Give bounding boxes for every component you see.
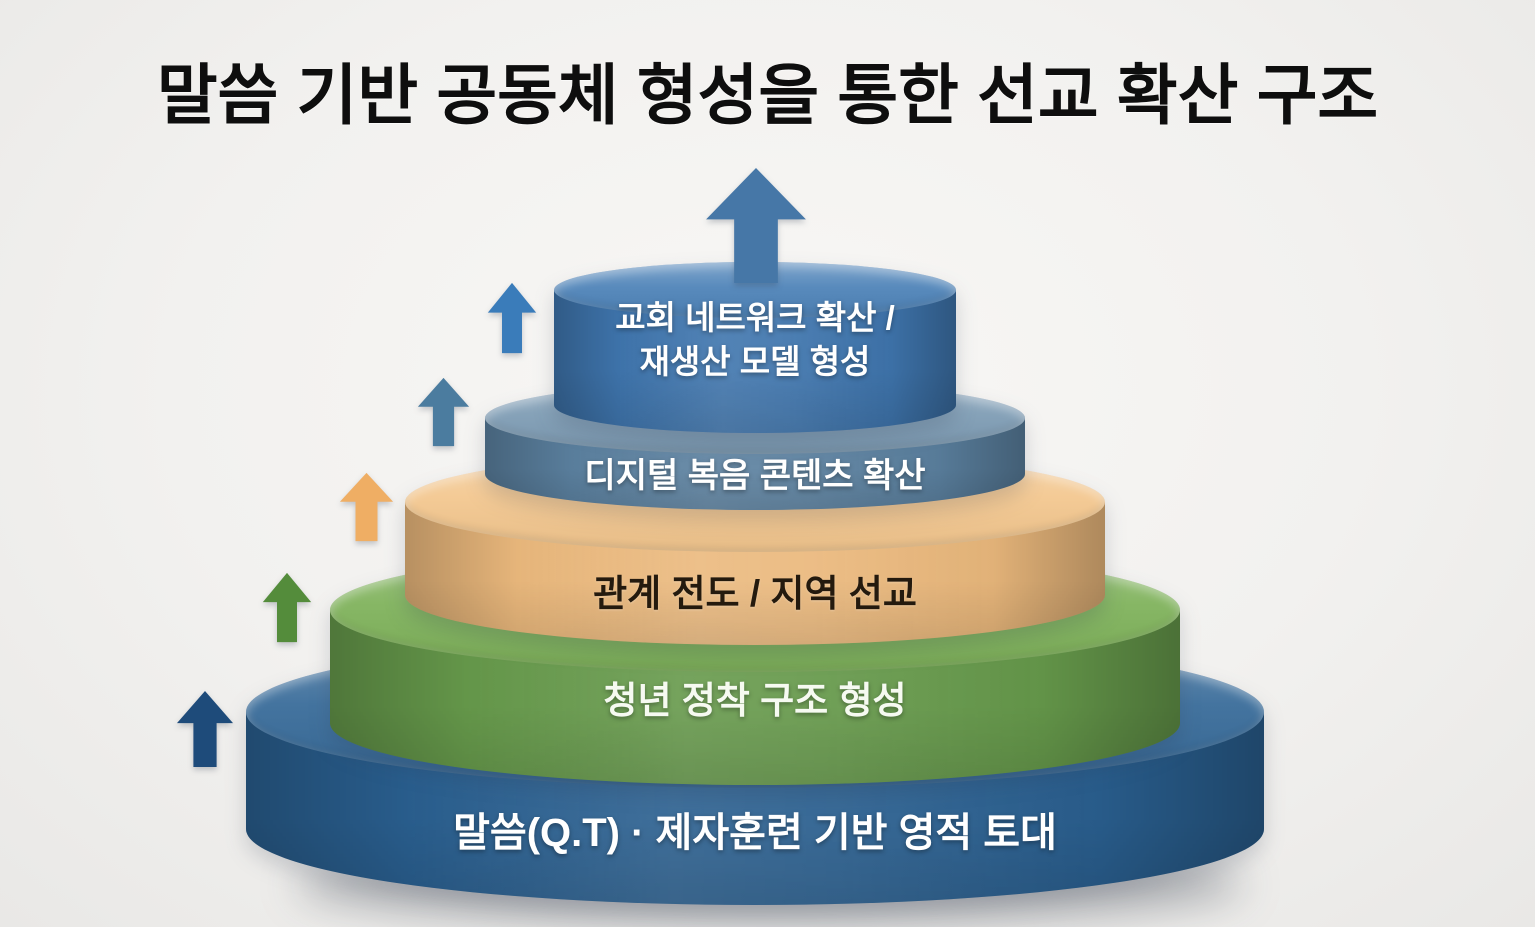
up-arrow-icon-level-1 xyxy=(176,690,234,768)
tier-label: 교회 네트워크 확산 / 재생산 모델 형성 xyxy=(615,299,895,380)
tier-top-face xyxy=(554,262,956,318)
up-arrow-shape xyxy=(417,377,470,447)
up-arrow-shape xyxy=(487,282,537,354)
up-arrow-shape xyxy=(706,168,806,283)
tier-label: 관계 전도 / 지역 선교 xyxy=(593,573,917,614)
up-arrow-icon-level-2 xyxy=(262,572,312,643)
up-arrow-shape xyxy=(176,690,234,768)
up-arrow-shape xyxy=(339,472,394,542)
page-title: 말씀 기반 공동체 형성을 통한 선교 확산 구조 xyxy=(156,58,1379,132)
tier-label: 청년 정착 구조 형성 xyxy=(603,680,907,721)
up-arrow-icon-level-3 xyxy=(339,472,394,542)
up-arrow-shape xyxy=(262,572,312,643)
up-arrow-icon-level-5 xyxy=(487,282,537,354)
tier-label: 말씀(Q.T) · 제자훈련 기반 영적 토대 xyxy=(453,811,1057,855)
up-arrow-icon-top xyxy=(706,168,806,283)
up-arrow-icon-level-4 xyxy=(417,377,470,447)
tier-label: 디지털 복음 콘텐츠 확산 xyxy=(584,457,926,495)
pyramid-tier-level-5-network: 교회 네트워크 확산 / 재생산 모델 형성 xyxy=(554,262,956,433)
